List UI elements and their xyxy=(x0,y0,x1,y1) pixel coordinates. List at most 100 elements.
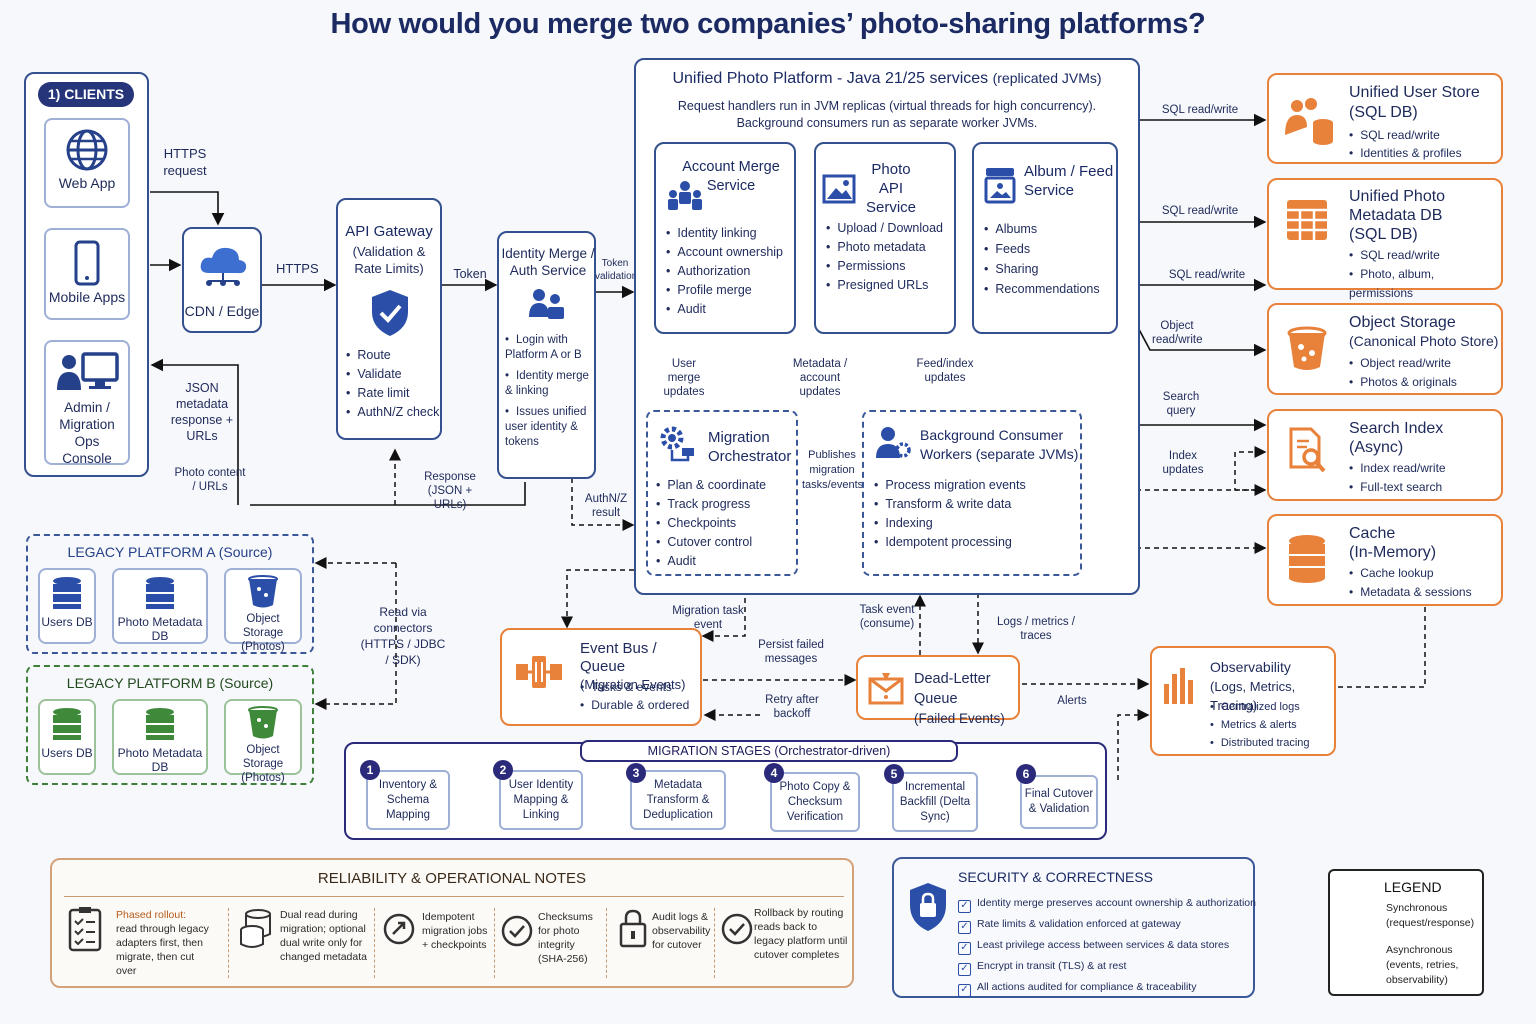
platform-desc-1: Request handlers run in JVM replicas (vi… xyxy=(677,99,1097,113)
web-app-label: Web App xyxy=(58,175,116,191)
legend-async-label: Asynchronous (events, retries, observabi… xyxy=(1386,944,1459,986)
stage-1[interactable]: Inventory & Schema Mapping xyxy=(366,770,450,830)
legacy-b-object-storage[interactable]: Object Storage (Photos) xyxy=(224,699,302,784)
list-item: Metadata & sessions xyxy=(1349,583,1471,602)
db-label: Object Storage (Photos) xyxy=(241,613,285,653)
list-item: Full-text search xyxy=(1349,478,1446,497)
arrow-to-event-bus xyxy=(561,569,634,629)
stage-4[interactable]: Photo Copy & Checksum Verification xyxy=(770,772,860,832)
web-app-card[interactable]: Web App xyxy=(44,118,130,208)
event-bus-box[interactable]: Event Bus / Queue(Migration Events) Task… xyxy=(500,628,702,726)
object-storage-box[interactable]: Object Storage(Canonical Photo Store) Ob… xyxy=(1267,303,1503,395)
list-item: Permissions xyxy=(826,257,943,276)
divider xyxy=(228,908,229,978)
arrow-photo-content xyxy=(250,482,526,506)
identity-service-title: Identity Merge / Auth Service xyxy=(501,246,595,278)
stage-5[interactable]: Incremental Backfill (Delta Sync) xyxy=(892,772,978,832)
platform-title-suffix: (replicated JVMs) xyxy=(992,70,1102,86)
checkbox-icon: ✓ xyxy=(958,900,971,913)
table-icon xyxy=(1287,200,1327,240)
observability-box[interactable]: Observability(Logs, Metrics, Tracing) Ce… xyxy=(1150,646,1336,756)
dead-letter-queue-box[interactable]: Dead-Letter Queue(Failed Events) xyxy=(856,655,1020,726)
label-object-rw: Object read/write xyxy=(1152,320,1203,346)
list-item: Track progress xyxy=(656,495,766,514)
legacy-a-users-db[interactable]: Users DB xyxy=(38,568,96,644)
observability-list: Centralized logs Metrics & alerts Distri… xyxy=(1210,698,1310,752)
cache-list: Cache lookup Metadata & sessions xyxy=(1349,564,1471,602)
object-storage-list: Object read/write Photos & originals xyxy=(1349,354,1457,392)
cache-box[interactable]: Cache(In-Memory) Cache lookup Metadata &… xyxy=(1267,514,1503,606)
security-item: ✓Identity merge preserves account owners… xyxy=(958,893,1256,914)
identity-service-box[interactable]: Identity Merge / Auth Service Login with… xyxy=(497,231,596,479)
stage-badge: 3 xyxy=(626,763,646,783)
legacy-b-users-db[interactable]: Users DB xyxy=(38,699,96,775)
security-item-text: Encrypt in transit (TLS) & at rest xyxy=(977,960,1127,972)
checkbox-icon: ✓ xyxy=(958,984,971,997)
list-item: Feeds xyxy=(984,239,1100,259)
list-item: Sharing xyxy=(984,259,1100,279)
note-body: read through legacy adapters first, then… xyxy=(116,923,209,977)
stage-6[interactable]: Final Cutover & Validation xyxy=(1020,775,1098,829)
list-item: Profile merge xyxy=(666,281,783,300)
list-item: Object read/write xyxy=(1349,354,1457,373)
api-gateway-subtitle: (Validation & Rate Limits) xyxy=(352,244,426,276)
checkbox-icon: ✓ xyxy=(958,942,971,955)
list-item: Metrics & alerts xyxy=(1210,716,1310,734)
unified-user-store-box[interactable]: Unified User Store(SQL DB) SQL read/writ… xyxy=(1267,73,1503,164)
bucket-icon xyxy=(248,575,278,608)
check-circle-icon xyxy=(501,915,533,947)
refresh-icon xyxy=(383,913,415,945)
mobile-apps-card[interactable]: Mobile Apps xyxy=(44,228,130,320)
legend-title: LEGEND xyxy=(1384,879,1442,895)
admin-console-card[interactable]: Admin / Migration Ops Console xyxy=(44,340,130,466)
stage-3[interactable]: Metadata Transform & Deduplication xyxy=(630,770,726,830)
store-subtitle: (SQL DB) xyxy=(1349,104,1418,121)
cache-title: Cache(In-Memory) xyxy=(1349,524,1499,562)
bucket-icon xyxy=(1287,326,1327,370)
note-dual-read: Dual read during migration; optional dua… xyxy=(280,909,367,963)
stages-title-main: MIGRATION STAGES xyxy=(647,744,771,758)
album-feed-box[interactable]: Album / Feed Service Albums Feeds Sharin… xyxy=(972,142,1118,334)
list-item: Distributed tracing xyxy=(1210,734,1310,752)
account-merge-box[interactable]: Account Merge Service Identity linking A… xyxy=(654,142,796,334)
note-rollback: Rollback by routing reads back to legacy… xyxy=(754,907,848,961)
gear-icon xyxy=(660,426,694,462)
migration-orchestrator-box[interactable]: Migration Orchestrator Plan & coordinate… xyxy=(646,410,798,576)
checklist-icon xyxy=(68,907,102,952)
arrow-https-request xyxy=(150,191,225,226)
observability-title-main: Observability xyxy=(1210,659,1291,675)
arrow-cache-observability xyxy=(1310,607,1426,693)
database-icon xyxy=(1289,535,1325,583)
legacy-a-photo-metadata-db[interactable]: Photo Metadata DB xyxy=(112,568,208,644)
stage-label: User Identity Mapping & Linking xyxy=(508,778,574,821)
list-item: Checkpoints xyxy=(656,514,766,533)
label-persist-failed: Persist failed messages xyxy=(758,639,824,665)
legacy-b-photo-metadata-db[interactable]: Photo Metadata DB xyxy=(112,699,208,775)
identity-list: Login with Platform A or B Identity merg… xyxy=(505,333,595,450)
legacy-platform-a: LEGACY PLATFORM A (Source) Users DB Phot… xyxy=(26,534,314,654)
list-item: Durable & ordered xyxy=(580,696,689,714)
security-item: ✓Encrypt in transit (TLS) & at rest xyxy=(958,956,1254,977)
users-icon xyxy=(529,289,564,319)
api-gateway-box[interactable]: API Gateway (Validation & Rate Limits) R… xyxy=(336,198,442,440)
list-item: Identity merge & linking xyxy=(505,369,595,399)
cdn-edge-box[interactable]: CDN / Edge xyxy=(182,227,262,333)
photo-api-box[interactable]: Photo API Service Upload / Download Phot… xyxy=(814,142,956,334)
reliability-divider xyxy=(64,896,844,897)
photo-metadata-db-box[interactable]: Unified Photo Metadata DB(SQL DB) SQL re… xyxy=(1267,178,1503,300)
db-label: Users DB xyxy=(41,615,93,629)
search-index-box[interactable]: Search Index(Async) Index read/write Ful… xyxy=(1267,409,1503,501)
checkbox-icon: ✓ xyxy=(958,921,971,934)
security-item-text: Least privilege access between services … xyxy=(977,939,1230,951)
legacy-a-object-storage[interactable]: Object Storage (Photos) xyxy=(224,568,302,653)
store-subtitle: (Canonical Photo Store) xyxy=(1349,333,1499,349)
reliability-title: RELIABILITY & OPERATIONAL NOTES xyxy=(317,870,587,887)
background-workers-box[interactable]: Background Consumer Workers (separate JV… xyxy=(862,410,1082,576)
album-icon xyxy=(984,168,1016,204)
stage-2[interactable]: User Identity Mapping & Linking xyxy=(499,770,583,830)
database-icon xyxy=(146,708,174,740)
dlq-title-main: Dead-Letter Queue xyxy=(914,671,991,707)
store-title: Cache xyxy=(1349,525,1396,542)
note-phased-rollout: Phased rollout:read through legacy adapt… xyxy=(116,908,216,978)
stage-badge: 1 xyxy=(360,760,380,780)
